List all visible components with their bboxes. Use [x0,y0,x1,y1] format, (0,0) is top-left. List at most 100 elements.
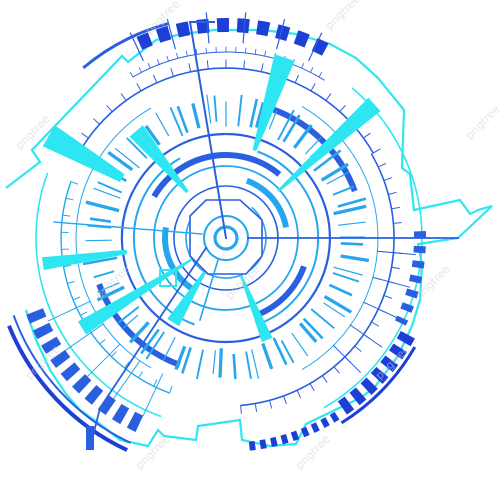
tick-mark [106,105,113,113]
right-radial-mark [332,344,362,374]
cyan-blade-bottom [239,274,273,342]
cyan-blade-left-high [42,125,125,182]
brush-stroke [89,217,112,223]
brush-stroke [114,147,140,169]
tick-mark [120,93,127,102]
tick-mark [370,321,380,327]
brush-stroke [245,351,252,379]
tick-mark [264,50,267,57]
tick-mark [383,294,393,299]
tick-mark [66,280,75,285]
brush-stroke [107,150,134,172]
dash-segment [50,349,71,368]
inner-band-top [151,152,282,198]
dash-segment [320,417,330,428]
watermark-text: pngtree [323,0,363,32]
inner-band-right [245,177,290,228]
right-radial-mark [376,250,416,256]
frame-inner-arc-right [323,87,423,409]
tick-mark [254,402,258,412]
tick-mark [70,180,79,185]
tick-mark [72,296,81,301]
tick-mark [195,48,198,55]
brush-outer-chunk-a [271,106,358,193]
dash-segment [111,403,130,425]
dash-segment [360,377,378,396]
tick-mark [110,350,117,358]
brush-stroke [323,302,346,318]
tick-mark [282,395,287,405]
right-radial-mark [363,301,399,319]
scale-ring-right [240,153,395,407]
outer-radial-mark [129,32,144,62]
dash-segment [370,366,389,384]
brush-stroke [144,125,161,146]
left-radial-mark [64,323,104,352]
tick-mark [157,59,160,65]
outer-blue-arc-top [82,22,169,70]
left-radial-mark [112,360,141,400]
watermark-text: pngtree [463,102,500,142]
brush-stroke [213,95,218,122]
dash-segment [396,330,415,347]
inner-ring-4 [173,185,279,291]
brush-stroke [206,94,212,124]
tick-mark [152,74,158,84]
tick-mark [294,74,300,84]
tick-mark [79,311,88,317]
dash-segment [411,260,425,269]
tick-mark [138,67,143,73]
brush-stroke [117,306,140,324]
tick-mark [392,222,402,224]
dash-segment [380,355,399,373]
brush-stroke [126,137,148,159]
brush-stroke [277,109,295,141]
dash-segment [97,394,116,415]
outer-blue-arc-left [7,324,128,452]
dash-segment [337,396,355,415]
tick-mark [383,177,393,182]
dash-segment [290,430,300,442]
tick-mark [254,48,257,55]
tick-mark [260,63,264,73]
tick-mark [321,374,328,383]
dash-segment [26,308,47,324]
tick-mark [65,197,74,201]
dash-segment [310,422,320,433]
cyan-blade-right [277,97,381,193]
left-radial-mark [47,300,91,322]
tick-mark [370,149,380,155]
brush-stroke [337,197,367,208]
tick-mark [325,93,332,102]
brush-stroke [174,345,187,371]
connector-line-left [53,221,203,235]
tick-mark [390,206,400,210]
brush-stroke [340,242,364,246]
tick-mark [387,191,397,196]
cyan-blade-left [42,249,128,271]
brush-stroke [145,331,165,360]
brush-stroke [280,340,295,364]
tick-mark [362,132,371,139]
brush-stroke [191,102,201,129]
cyan-blade-upper-right [252,54,295,152]
left-radial-mark [142,373,164,417]
tick-mark [240,404,242,414]
brush-stroke [155,112,170,137]
dash-segment [33,322,54,340]
brush-stroke [310,308,335,330]
brush-stroke [93,187,121,199]
brush-stroke [326,171,350,185]
brush-stroke [272,337,288,366]
brush-outer-chunk-b [96,283,181,368]
dash-segment [329,47,336,60]
brush-stroke [298,322,318,344]
brush-stroke [128,321,150,344]
tick-mark [137,371,143,379]
inner-ring-2b [132,157,195,326]
dash-segment [388,343,408,360]
brush-stroke [87,224,112,229]
tick-mark [62,264,71,268]
dash-segment [175,21,191,38]
left-radial-mark [86,343,121,378]
